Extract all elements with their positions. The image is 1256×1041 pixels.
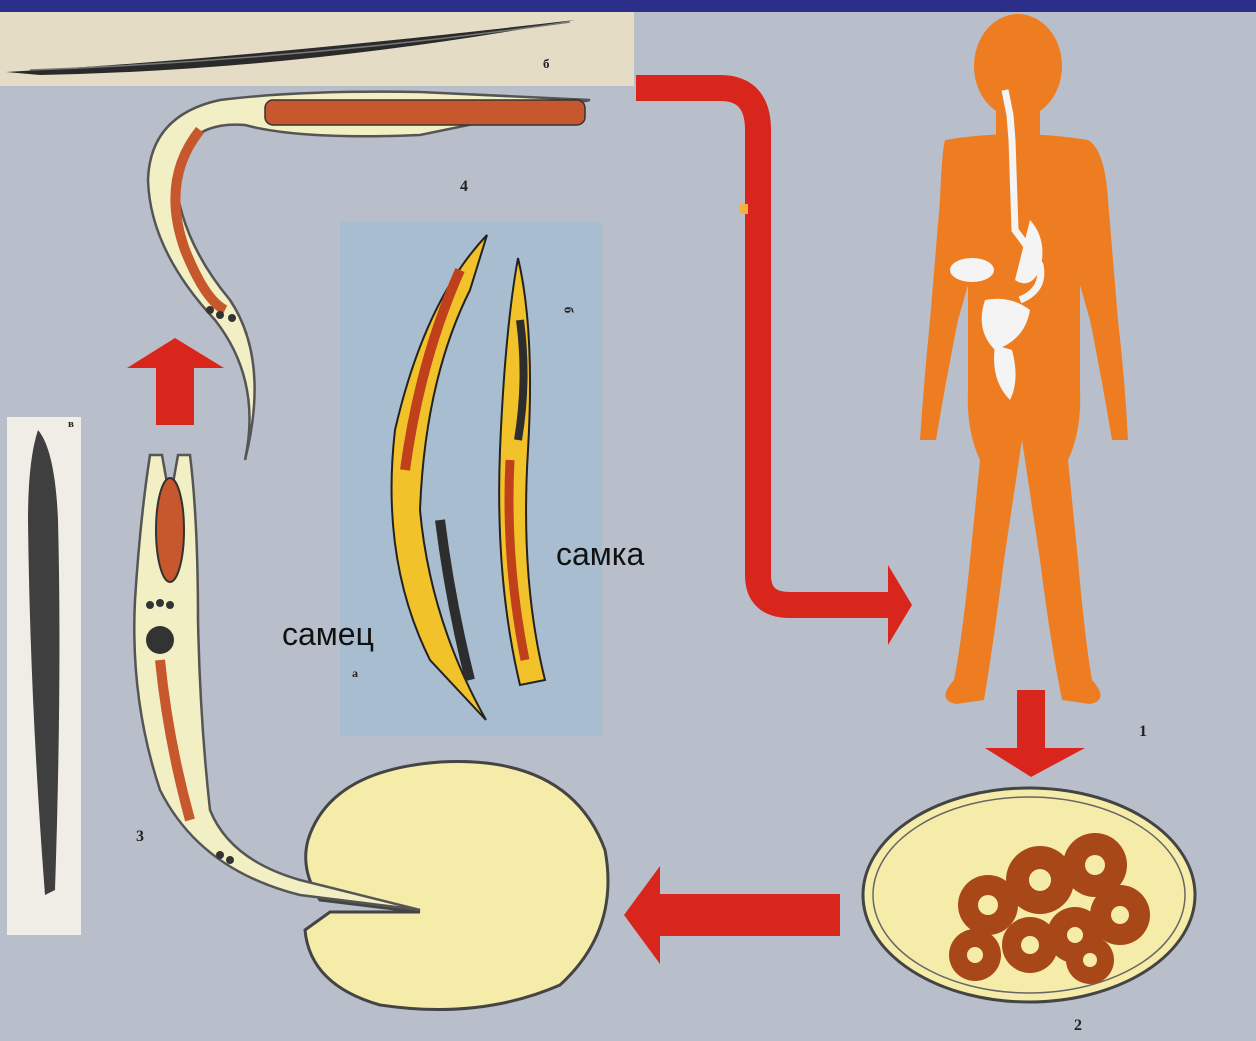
male-label: самец: [282, 616, 374, 653]
figure-letter-v-left: в: [68, 418, 74, 430]
figure-number-1: 1: [1139, 723, 1147, 741]
hatching-egg: [305, 762, 608, 1010]
top-frame-bar: [0, 0, 1256, 12]
figure-letter-a-inset: а: [352, 666, 358, 681]
center-worms-inset: [340, 222, 602, 736]
figure-letter-b-inset: б: [560, 307, 576, 314]
female-label: самка: [556, 536, 644, 573]
egg-cluster: [863, 788, 1195, 1002]
left-larva-photo: [7, 417, 81, 935]
top-larva-strip: [0, 12, 634, 86]
figure-number-3: 3: [136, 828, 144, 846]
figure-letter-b-top: б: [543, 56, 550, 72]
figure-number-4: 4: [460, 178, 468, 196]
figure-number-2: 2: [1074, 1017, 1082, 1035]
